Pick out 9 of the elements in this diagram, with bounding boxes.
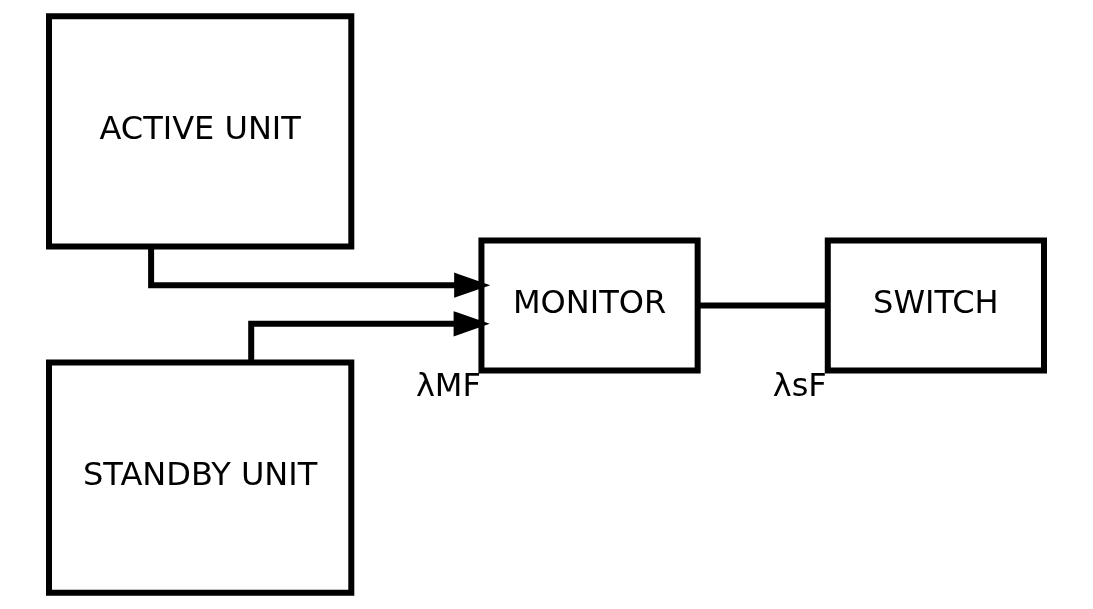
node-box: SWITCH (824, 237, 1047, 374)
connector (698, 302, 828, 309)
node-label: λsF (772, 366, 827, 405)
node-label: λMF (415, 366, 481, 405)
node-box: MONITOR (478, 237, 701, 374)
arrow (248, 311, 490, 362)
node-box: ACTIVE UNIT (46, 13, 355, 250)
node-box: STANDBY UNIT (46, 359, 355, 596)
arrow (148, 247, 491, 298)
